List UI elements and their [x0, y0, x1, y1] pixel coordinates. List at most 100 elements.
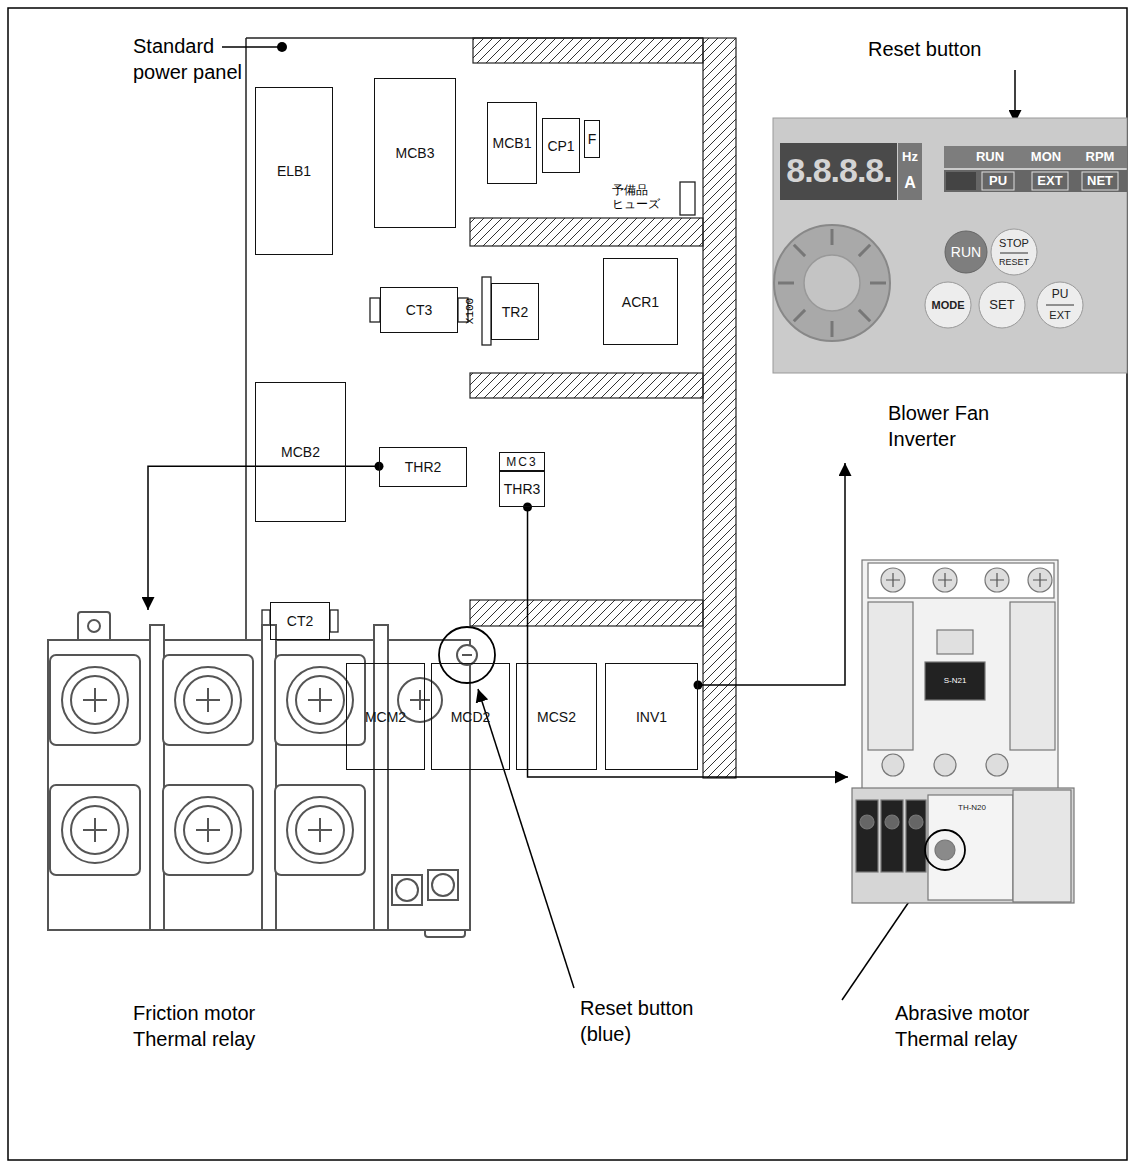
- component-detail: [680, 182, 695, 215]
- contactor-photo: [868, 602, 913, 750]
- thermal-relay-drawing: [88, 620, 100, 632]
- inverter-panel-picture: [1000, 253, 1028, 254]
- thermal-relay-drawing: [462, 654, 472, 656]
- inverter-panel-picture: [944, 146, 1127, 168]
- component-label: THR2: [405, 459, 442, 475]
- hatched-wall: [473, 38, 703, 63]
- inverter-panel-picture: [859, 245, 870, 256]
- inverter-panel-picture: [1032, 172, 1068, 190]
- indicator-label: EXT: [1037, 174, 1062, 189]
- inverter-panel-picture: [831, 321, 834, 337]
- component-box: INV1: [605, 663, 698, 770]
- caption-text: Abrasive motor Thermal relay: [895, 1000, 1055, 1052]
- hatched-wall: [703, 38, 736, 778]
- contactor-photo: [856, 800, 878, 872]
- contactor-photo: [860, 815, 874, 829]
- component-box: CP1: [542, 118, 580, 173]
- inverter-panel-picture: [946, 172, 976, 190]
- inverter-panel-picture: [778, 229, 886, 337]
- component-label: CP1: [547, 138, 574, 154]
- button-label: EXT: [1049, 309, 1070, 322]
- component-detail: [262, 182, 695, 632]
- hatched-wall: [470, 373, 703, 398]
- component-box: MCM2: [346, 663, 425, 770]
- unit-label: Hz: [902, 150, 918, 165]
- contactor-photo: [937, 630, 973, 654]
- indicator-label: PU: [989, 174, 1007, 189]
- inverter-panel-picture: [831, 229, 834, 245]
- hatched-wall: [470, 218, 703, 246]
- thermal-relay-drawing: [428, 870, 458, 900]
- component-box: THR3: [499, 470, 545, 507]
- contactor-photo: [925, 662, 985, 700]
- inverter-panel-picture: [774, 225, 890, 341]
- inverter-panel-picture: [794, 245, 805, 256]
- inverter-panel-picture: [945, 231, 987, 273]
- illustration-node: Abrasive motor Thermal relay: [848, 552, 1127, 1065]
- inverter-panel-picture: [794, 310, 805, 321]
- leader-line: [222, 46, 279, 48]
- component-label: ACR1: [622, 294, 659, 310]
- contactor-photo: [909, 815, 923, 829]
- component-label: CT2: [287, 613, 313, 629]
- component-box: ELB1: [255, 87, 333, 255]
- caption-text: Blower Fan Inverter: [888, 400, 1048, 452]
- button-label: RESET: [999, 257, 1029, 267]
- leader-line: [277, 42, 287, 52]
- component-label: TR2: [502, 304, 528, 320]
- component-label: F: [588, 131, 597, 147]
- outer-frame: [8, 8, 1127, 1160]
- component-box: MCD2: [431, 663, 510, 770]
- callout-label: Reset button (blue): [580, 995, 730, 1047]
- inverter-panel-picture: [1046, 305, 1074, 306]
- component-box: F: [584, 120, 601, 158]
- leader-line: [222, 42, 1015, 1000]
- button-label: STOP: [999, 237, 1029, 250]
- inverter-panel-picture: [870, 282, 886, 285]
- contactor-photo: [852, 560, 1074, 903]
- inverter-panel-picture: [804, 255, 860, 311]
- leader-arrow: [698, 463, 845, 685]
- connector-dot: [694, 681, 703, 690]
- inverter-panel-picture: [780, 143, 897, 200]
- thermal-relay-drawing: [396, 879, 418, 901]
- component-box: ACR1: [603, 258, 678, 345]
- model-label: S-N21: [944, 676, 967, 685]
- component-detail: [482, 277, 491, 345]
- component-label: INV1: [636, 709, 667, 725]
- button-label: MODE: [932, 299, 965, 312]
- thermal-relay-drawing: [262, 625, 276, 930]
- outer-frame: [8, 8, 1127, 1160]
- component-box: CT2: [270, 602, 330, 640]
- component-label: THR3: [504, 481, 541, 497]
- component-label: MCM2: [365, 709, 406, 725]
- contactor-photo: [934, 754, 956, 776]
- component-label: ELB1: [277, 163, 311, 179]
- thermal-relay-drawing: [48, 640, 470, 930]
- contactor-photo: [852, 788, 1074, 903]
- contactor-photo: [1010, 602, 1055, 750]
- inverter-panel-picture: [859, 310, 870, 321]
- inverter-panel-picture: [773, 118, 1127, 373]
- contactor-photo: [885, 815, 899, 829]
- contactor-photo: [882, 754, 904, 776]
- unit-label: A: [904, 174, 916, 192]
- contactor-photo: [1013, 790, 1071, 902]
- thermal-relay-drawing: [374, 625, 388, 930]
- contactor-photo: [862, 560, 1058, 790]
- indicator-label: RPM: [1086, 150, 1115, 165]
- leader-arrow: [148, 466, 379, 610]
- component-box: MCB1: [487, 102, 537, 184]
- component-label: MCB2: [281, 444, 320, 460]
- callout-label: Reset button: [868, 38, 981, 61]
- contactor-photo: [886, 573, 1047, 587]
- inverter-panel-picture: [778, 282, 794, 285]
- component-label: MCS2: [537, 709, 576, 725]
- leader-arrow: [528, 507, 848, 777]
- button-label: SET: [989, 298, 1014, 313]
- thermal-relay-drawing: [432, 874, 454, 896]
- inverter-panel-picture: [1037, 282, 1083, 328]
- component-label: MCB3: [396, 145, 435, 161]
